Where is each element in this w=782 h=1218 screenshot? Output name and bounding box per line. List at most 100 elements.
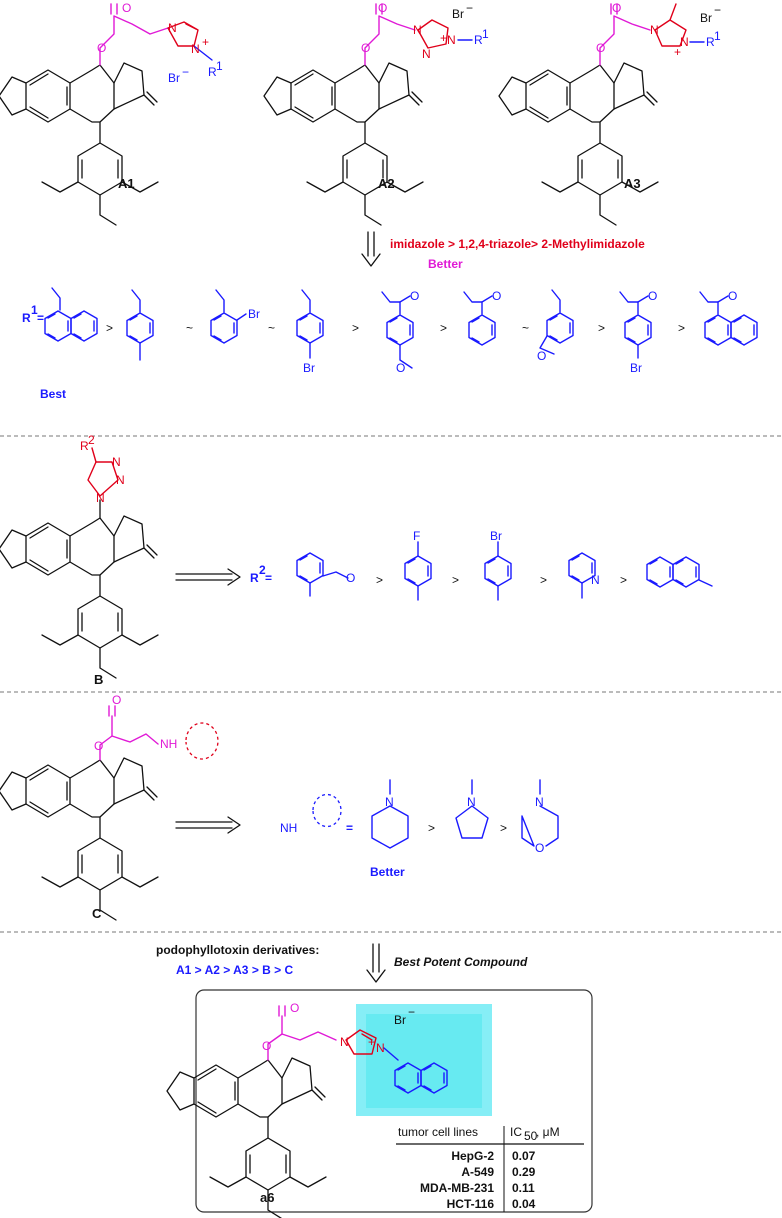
- r1-best-label: Best: [40, 387, 66, 401]
- ic50-row-value: 0.29: [512, 1165, 536, 1179]
- a6-ester-o: O: [262, 1039, 271, 1053]
- r2-order-4: >: [620, 573, 627, 587]
- ic50-col-header-suffix: , μM: [536, 1125, 560, 1139]
- summary-down-arrow-icon: [366, 943, 386, 983]
- r2-4-fluorophenyl: [404, 541, 432, 601]
- c-morpholine-o: O: [535, 841, 544, 855]
- c-right-arrow-icon: [175, 816, 241, 834]
- ic50-col-header-prefix: IC: [510, 1125, 522, 1139]
- r1-ketone-o-2: O: [492, 289, 501, 303]
- ic50-row-value: 0.04: [512, 1197, 536, 1211]
- r1-naphthacyl: [699, 291, 757, 345]
- c-nh: NH: [160, 737, 177, 751]
- r1-ketone-o-1: O: [410, 289, 419, 303]
- b-triazole-n2: N: [116, 473, 125, 487]
- r1-naphthylmethyl: [45, 287, 97, 341]
- r1-order-2: ~: [186, 321, 193, 335]
- r1-label-sup: 1: [31, 303, 38, 317]
- a1-ester-o: O: [97, 41, 106, 55]
- ic50-row-cell: A-549: [461, 1165, 494, 1179]
- r1-order-3: ~: [268, 321, 275, 335]
- a6-n1: N: [340, 1035, 349, 1049]
- r2-2-methoxyphenyl: [296, 552, 349, 597]
- a2-r: R: [474, 33, 483, 47]
- a3-n3: N: [680, 35, 689, 49]
- r2-methoxy-o: O: [346, 571, 355, 585]
- b-triazole-n1: N: [96, 491, 105, 505]
- a6-plus: +: [368, 1035, 375, 1049]
- r2-order-3: >: [540, 573, 547, 587]
- a2-n2: N: [422, 47, 431, 61]
- c-nh-label: NH: [280, 821, 297, 835]
- r2-f-atom: F: [413, 529, 420, 543]
- r1-4-bromophenacyl: [619, 291, 652, 359]
- r1-ketone-o-4: O: [728, 289, 737, 303]
- r1-ketone-o-3: O: [648, 289, 657, 303]
- r1-label: R: [22, 311, 31, 325]
- compound-b-structure: [0, 447, 159, 679]
- b-r2-sup: 2: [88, 433, 95, 447]
- a3-r-sup: 1: [714, 29, 721, 43]
- compound-a6-structure: [166, 1005, 447, 1218]
- a1-carbonyl-o: O: [122, 1, 131, 15]
- a3-plus: +: [674, 45, 681, 59]
- r1-dioxole-o: O: [537, 349, 546, 363]
- r1-phenacyl: [463, 291, 496, 346]
- a2-r-sup: 1: [482, 27, 489, 41]
- compound-a1-structure: [0, 3, 213, 226]
- r1-4br-atom: Br: [303, 361, 315, 375]
- ic50-row-cell: MDA-MB-231: [420, 1181, 494, 1195]
- a3-ester-o: O: [596, 41, 605, 55]
- heterocycle-better: Better: [428, 257, 463, 271]
- label-a3: A3: [624, 176, 641, 191]
- a6-minus: −: [408, 1005, 415, 1019]
- heterocycle-ranking: imidazole > 1,2,4-triazole> 2-Methylimid…: [390, 237, 645, 251]
- a2-minus: −: [466, 1, 473, 15]
- c-carbonyl-o: O: [112, 693, 121, 707]
- summary-ranking: A1 > A2 > A3 > B > C: [176, 963, 293, 977]
- r2-label: R: [250, 571, 259, 585]
- a6-counterion: Br: [394, 1013, 406, 1027]
- r1-order-8: >: [678, 321, 685, 335]
- label-a2: A2: [378, 176, 395, 191]
- r1-order-1: >: [106, 321, 113, 335]
- a2-n1: N: [413, 23, 422, 37]
- b-triazole-n3: N: [112, 455, 121, 469]
- r1-order-5: >: [440, 321, 447, 335]
- r1-piperonyl: [539, 289, 574, 355]
- label-a6: a6: [260, 1190, 274, 1205]
- r1-4-bromobenzyl: [296, 289, 324, 359]
- a6-n3: N: [376, 1041, 385, 1055]
- label-b: B: [94, 672, 103, 687]
- a3-counterion: Br: [700, 11, 712, 25]
- b-right-arrow-icon: [175, 568, 241, 586]
- ic50-col-header-sub: 50: [524, 1129, 538, 1143]
- r1-2br-atom: Br: [248, 307, 260, 321]
- ic50-row-value: 0.07: [512, 1149, 536, 1163]
- r2-4-bromophenyl: [484, 541, 512, 601]
- c-eq: =: [346, 821, 353, 835]
- best-compound-box: [195, 989, 593, 1213]
- r1-2-bromobenzyl: [210, 289, 247, 344]
- r2-order-2: >: [452, 573, 459, 587]
- a1-n3: N: [191, 42, 200, 56]
- r1-4-methoxyphenacyl: [381, 291, 414, 369]
- down-arrow-icon: [361, 231, 381, 267]
- c-better: Better: [370, 865, 405, 879]
- a2-n4: N: [447, 33, 456, 47]
- r2-order-1: >: [376, 573, 383, 587]
- best-potent-label: Best Potent Compound: [394, 955, 528, 969]
- r1-methoxy-o: O: [396, 361, 405, 375]
- r1-4br-phenacyl-atom: Br: [630, 361, 642, 375]
- ic50-table: tumor cell lines IC 50 , μM HepG-2 0.07 …: [396, 1125, 584, 1212]
- a3-r: R: [706, 35, 715, 49]
- c-piperidine-n: N: [385, 795, 394, 809]
- c-morpholine: [521, 779, 559, 847]
- highlight-core: [366, 1014, 482, 1108]
- a2-plus: +: [440, 31, 447, 45]
- compound-a3-structure: [498, 3, 705, 226]
- c-order-1: >: [428, 821, 435, 835]
- r1-label-eq: =: [37, 311, 44, 325]
- a2-ester-o: O: [361, 41, 370, 55]
- c-pyrrolidine-n: N: [467, 795, 476, 809]
